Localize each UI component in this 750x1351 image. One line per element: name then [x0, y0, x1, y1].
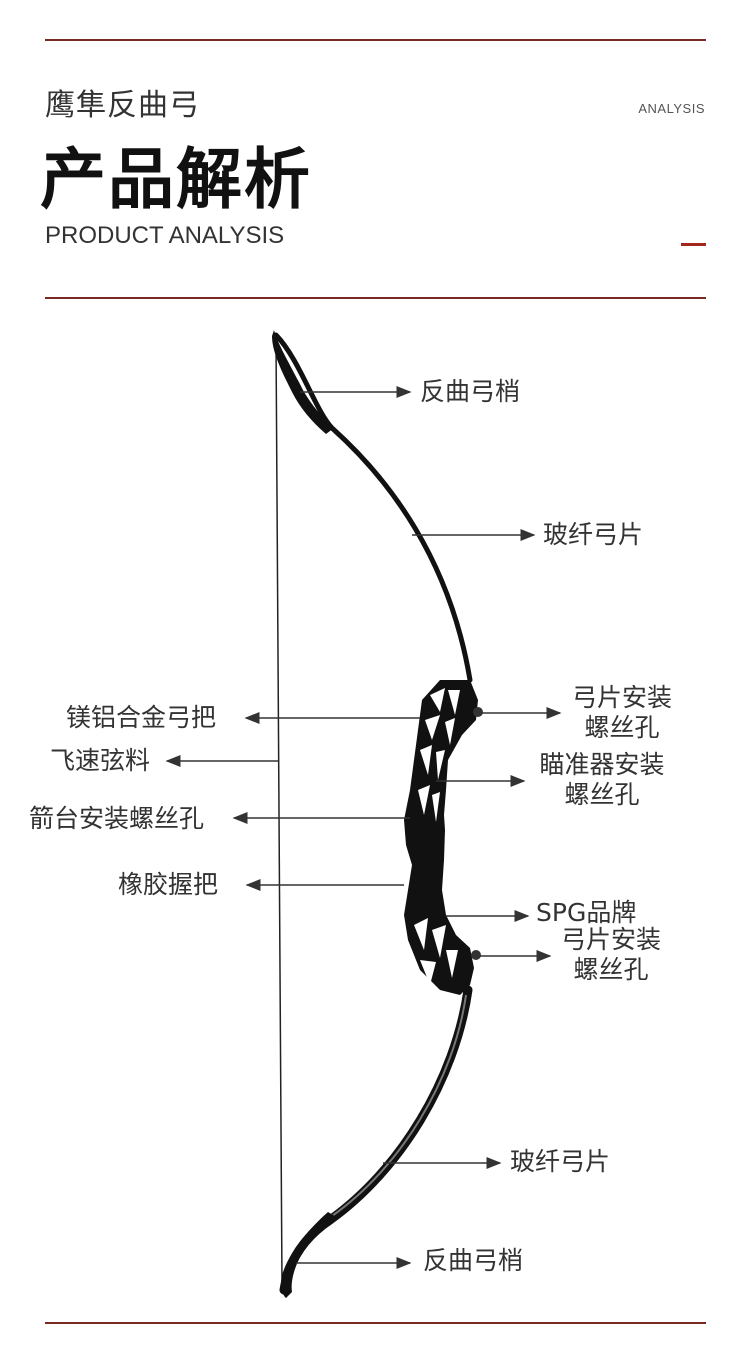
label-sight-hole-line1: 瞄准器安装 [539, 750, 665, 779]
product-subtitle: 鹰隼反曲弓 [45, 88, 200, 123]
page-title: 产品解析 [40, 141, 312, 218]
lower-limb [279, 985, 473, 1295]
top-divider [45, 39, 706, 41]
label-tip-top: 反曲弓梢 [420, 377, 521, 406]
bow-string [275, 339, 283, 1286]
label-spg-brand: SPG品牌 [536, 898, 637, 927]
label-limb-hole-top: 弓片安装 螺丝孔 [562, 683, 682, 743]
upper-tip [272, 330, 334, 434]
label-riser: 镁铝合金弓把 [66, 703, 217, 732]
label-tip-bottom: 反曲弓梢 [423, 1246, 524, 1275]
label-string: 飞速弦料 [50, 746, 151, 775]
label-limb-hole-bottom-line2: 螺丝孔 [573, 955, 649, 984]
label-limb-top: 玻纤弓片 [543, 520, 644, 549]
lower-tip [281, 1212, 338, 1298]
label-limb-hole-top-line1: 弓片安装 [571, 683, 672, 712]
header-divider [45, 297, 706, 299]
label-grip: 橡胶握把 [118, 870, 219, 899]
label-sight-hole-line2: 螺丝孔 [564, 780, 640, 809]
label-limb-hole-bottom: 弓片安装 螺丝孔 [550, 925, 672, 985]
page-title-english: PRODUCT ANALYSIS [45, 222, 285, 249]
label-rest-hole: 箭台安装螺丝孔 [29, 804, 205, 833]
label-limb-bottom: 玻纤弓片 [510, 1147, 611, 1176]
riser [404, 680, 478, 995]
bottom-divider [45, 1322, 706, 1324]
label-limb-hole-top-line2: 螺丝孔 [584, 713, 660, 742]
analysis-tag: ANALYSIS [638, 101, 705, 116]
label-sight-hole: 瞄准器安装 螺丝孔 [528, 750, 676, 810]
accent-dash [681, 243, 706, 246]
upper-limb [273, 332, 473, 683]
label-limb-hole-bottom-line1: 弓片安装 [560, 925, 661, 954]
